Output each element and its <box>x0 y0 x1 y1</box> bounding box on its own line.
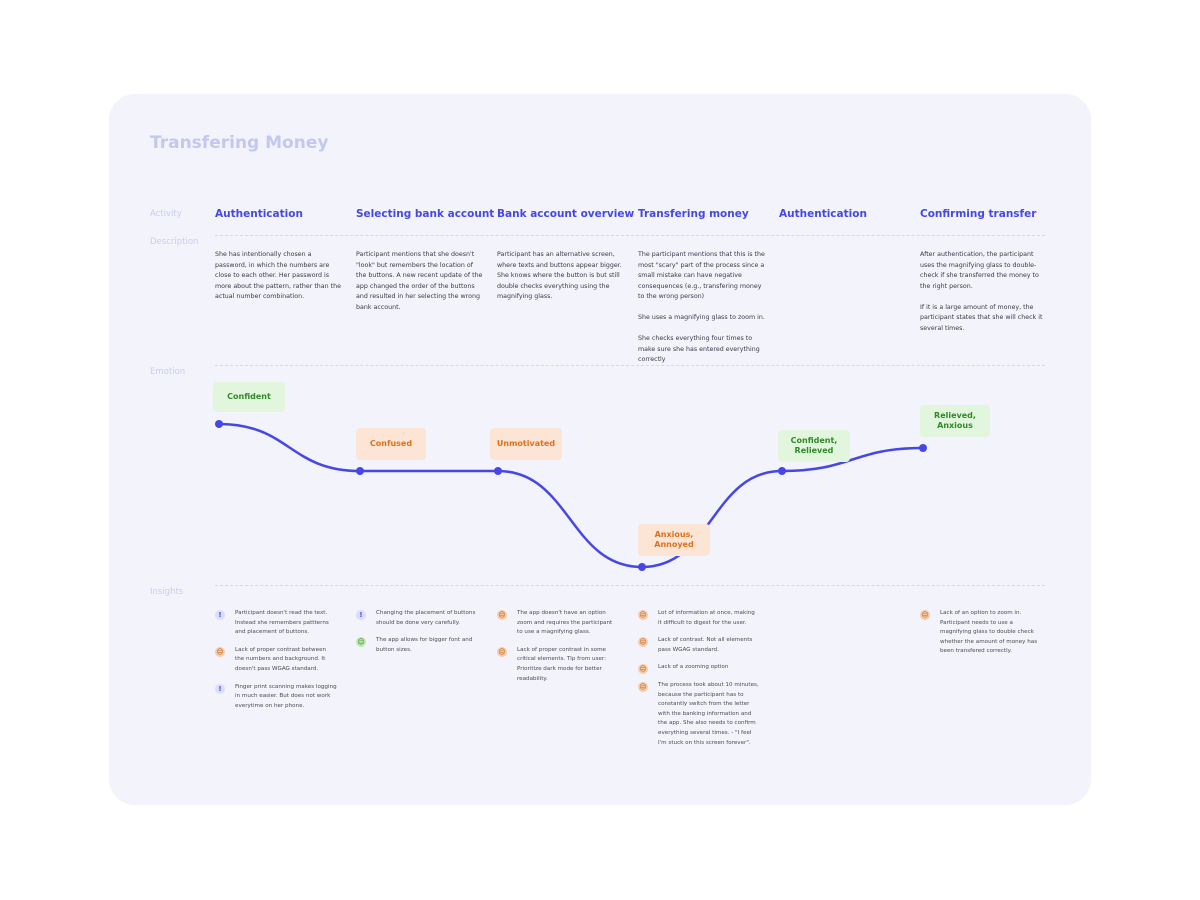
insight-item: ☹ Lack of proper contrast between the num… <box>215 646 337 675</box>
insight-text: Changing the placement of buttons should… <box>376 610 476 626</box>
description-paragraph: After authentication, the participant us… <box>920 251 1039 290</box>
insight-item: ☹ The process took about 10 minutes, beca… <box>638 681 760 748</box>
stage-title: Transfering money <box>638 208 749 220</box>
stage-title: Bank account overview <box>497 208 635 220</box>
info-icon: ! <box>356 610 366 620</box>
insight-text: Lack of proper contrast between the numb… <box>235 646 327 672</box>
stage-title: Selecting bank account <box>356 208 495 220</box>
sad-face-icon: ☹ <box>920 610 930 620</box>
emotion-label: Relieved, Anxious <box>934 411 976 430</box>
emotion-label: Confident, Relieved <box>790 436 838 455</box>
emotion-tag: Relieved, Anxious <box>920 405 990 437</box>
stage-description: She has intentionally chosen a password,… <box>215 250 343 303</box>
emotion-label: Anxious, Annoyed <box>654 530 694 549</box>
emotion-label: Confused <box>369 439 413 448</box>
sad-face-icon: ☹ <box>638 664 648 675</box>
insight-text: Participant doesn't read the text. Inste… <box>235 610 329 636</box>
insight-text: Lack of an option to zoom in. Participan… <box>940 610 1038 655</box>
insight-item: ☹ The app doesn't have an option zoom and… <box>497 609 619 638</box>
emotion-point <box>494 467 502 475</box>
insights-list: ! Participant doesn't read the text. Inst… <box>215 609 337 719</box>
emotion-tag: Confident, Relieved <box>778 430 850 462</box>
insight-text: Lack of contrast. Not all elements pass … <box>658 637 753 653</box>
stage-description: After authentication, the participant us… <box>920 250 1048 334</box>
emotion-point <box>638 563 646 571</box>
stage-title: Authentication <box>779 208 867 220</box>
sad-face-icon: ☹ <box>638 610 648 620</box>
description-paragraph: She uses a magnifying glass to zoom in. <box>638 314 765 321</box>
info-icon: ! <box>215 683 225 694</box>
insight-text: The process took about 10 minutes, becau… <box>658 681 759 746</box>
insight-text: Lot of information at once, making it di… <box>658 610 755 626</box>
insight-text: The app allows for bigger font and butto… <box>376 637 473 653</box>
emotion-tag: Confident <box>213 382 285 412</box>
divider <box>215 235 1045 236</box>
stage-description: The participant mentions that this is th… <box>638 250 766 366</box>
description-paragraph: Participant mentions that she doesn't "l… <box>356 251 483 311</box>
divider <box>215 585 1045 586</box>
emotion-label: Confident <box>227 392 271 401</box>
insight-item: ! Participant doesn't read the text. Inst… <box>215 609 337 638</box>
page-title: Transfering Money <box>150 133 329 153</box>
insight-item: ! Changing the placement of buttons shoul… <box>356 609 478 628</box>
insight-item: ☹ Lack of an option to zoom in. Participa… <box>920 609 1042 657</box>
insights-list: ☹ The app doesn't have an option zoom and… <box>497 609 619 692</box>
sad-face-icon: ☹ <box>638 637 648 648</box>
description-paragraph: If it is a large amount of money, the pa… <box>920 303 1043 332</box>
emotion-point <box>215 420 223 428</box>
sad-face-icon: ☹ <box>497 646 507 657</box>
insight-text: The app doesn't have an option zoom and … <box>517 610 613 636</box>
insights-list: ! Changing the placement of buttons shoul… <box>356 609 478 663</box>
sad-face-icon: ☹ <box>638 681 648 692</box>
sad-face-icon: ☹ <box>215 646 225 657</box>
insight-item: ☹ Lack of contrast. Not all elements pass… <box>638 636 760 655</box>
row-label-emotion: Emotion <box>150 367 186 377</box>
row-label-description: Description <box>150 237 199 247</box>
insights-list: ☹ Lack of an option to zoom in. Participa… <box>920 609 1042 665</box>
emotion-tag: Anxious, Annoyed <box>638 524 710 556</box>
row-label-activity: Activity <box>150 209 182 219</box>
description-paragraph: She checks everything four times to make… <box>638 335 760 363</box>
insight-text: Lack of a zooming option <box>658 664 729 671</box>
emotion-point <box>919 444 927 452</box>
description-paragraph: The participant mentions that this is th… <box>638 251 765 300</box>
emotion-point <box>356 467 364 475</box>
emotion-tag: Confused <box>356 428 426 460</box>
insight-item: ☹ Lack of proper contrast in some critica… <box>497 646 619 684</box>
emotion-label: Unmotivated <box>496 439 556 448</box>
insight-text: Finger print scanning makes logging in m… <box>235 683 337 709</box>
insight-item: ! Finger print scanning makes logging in … <box>215 683 337 712</box>
emotion-curve-line <box>218 422 924 569</box>
stage-description: Participant has an alternative screen, w… <box>497 250 625 303</box>
stage-title: Confirming transfer <box>920 208 1037 220</box>
insight-text: Lack of proper contrast in some critical… <box>517 646 606 682</box>
info-icon: ! <box>215 610 225 620</box>
row-label-insights: Insights <box>150 587 184 597</box>
happy-face-icon: ☺ <box>356 637 366 648</box>
emotion-point <box>778 467 786 475</box>
description-paragraph: Participant has an alternative screen, w… <box>497 251 622 300</box>
emotion-tag: Unmotivated <box>490 428 562 460</box>
stage-title: Authentication <box>215 208 303 220</box>
sad-face-icon: ☹ <box>497 610 507 620</box>
divider <box>215 365 1045 366</box>
stage-description: Participant mentions that she doesn't "l… <box>356 250 484 313</box>
insight-item: ☺ The app allows for bigger font and butt… <box>356 636 478 655</box>
insights-list: ☹ Lot of information at once, making it d… <box>638 609 760 756</box>
journey-map-card <box>109 94 1091 805</box>
insight-item: ☹ Lack of a zooming option <box>638 663 760 675</box>
description-paragraph: She has intentionally chosen a password,… <box>215 251 341 300</box>
insight-item: ☹ Lot of information at once, making it d… <box>638 609 760 628</box>
